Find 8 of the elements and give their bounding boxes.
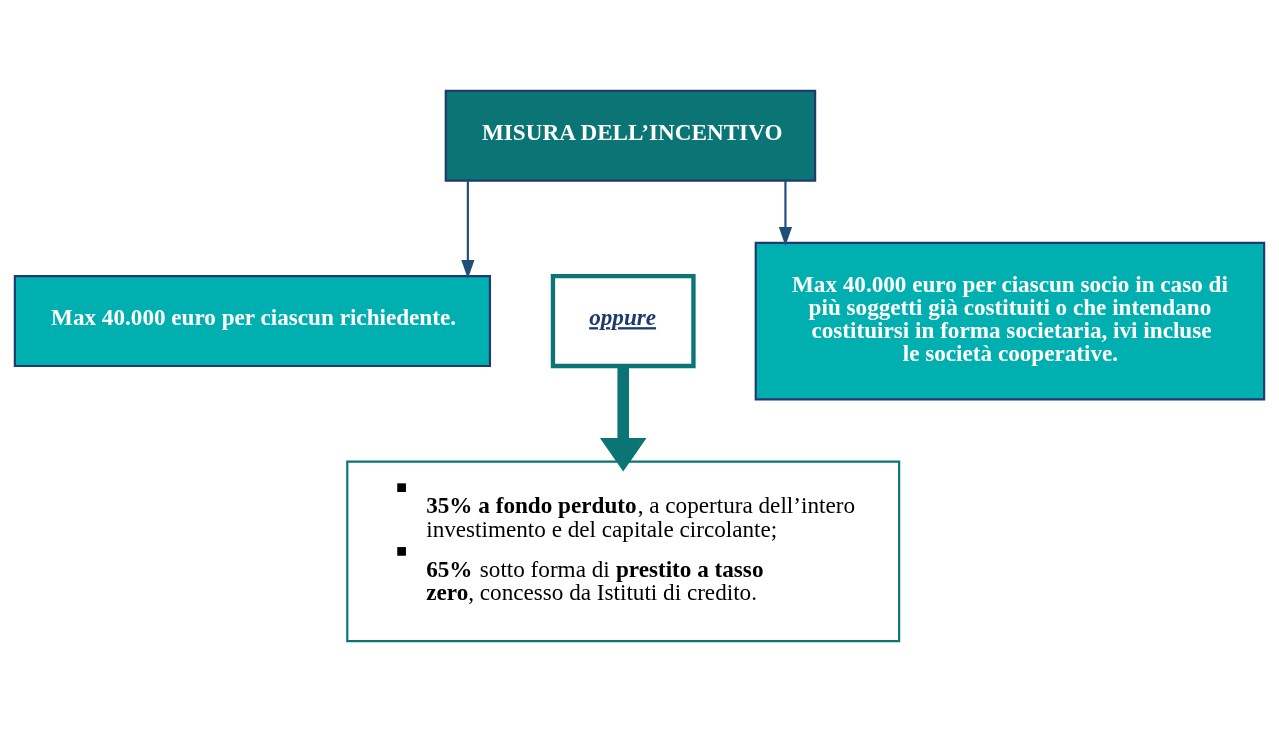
arrow (461, 180, 475, 279)
node-box: 35% a fondo perduto, a copertura dell’intero investimento e del capitale circolante; 65% sotto forma di prestito a tasso zero, concesso da Istituti di credito. (346, 460, 901, 642)
node-box: Max 40.000 euro per ciascun socio in caso di più soggetti già costituiti o che intendano costituirsi in forma societaria, ivi incluse le società cooperative. (754, 241, 1266, 400)
arrow (599, 365, 647, 471)
node-box: MISURA DELL’INCENTIVO (444, 89, 817, 182)
node-box: Max 40.000 euro per ciascun richiedente. (13, 274, 492, 367)
arrow (778, 180, 793, 246)
node-box: oppure (550, 273, 696, 368)
